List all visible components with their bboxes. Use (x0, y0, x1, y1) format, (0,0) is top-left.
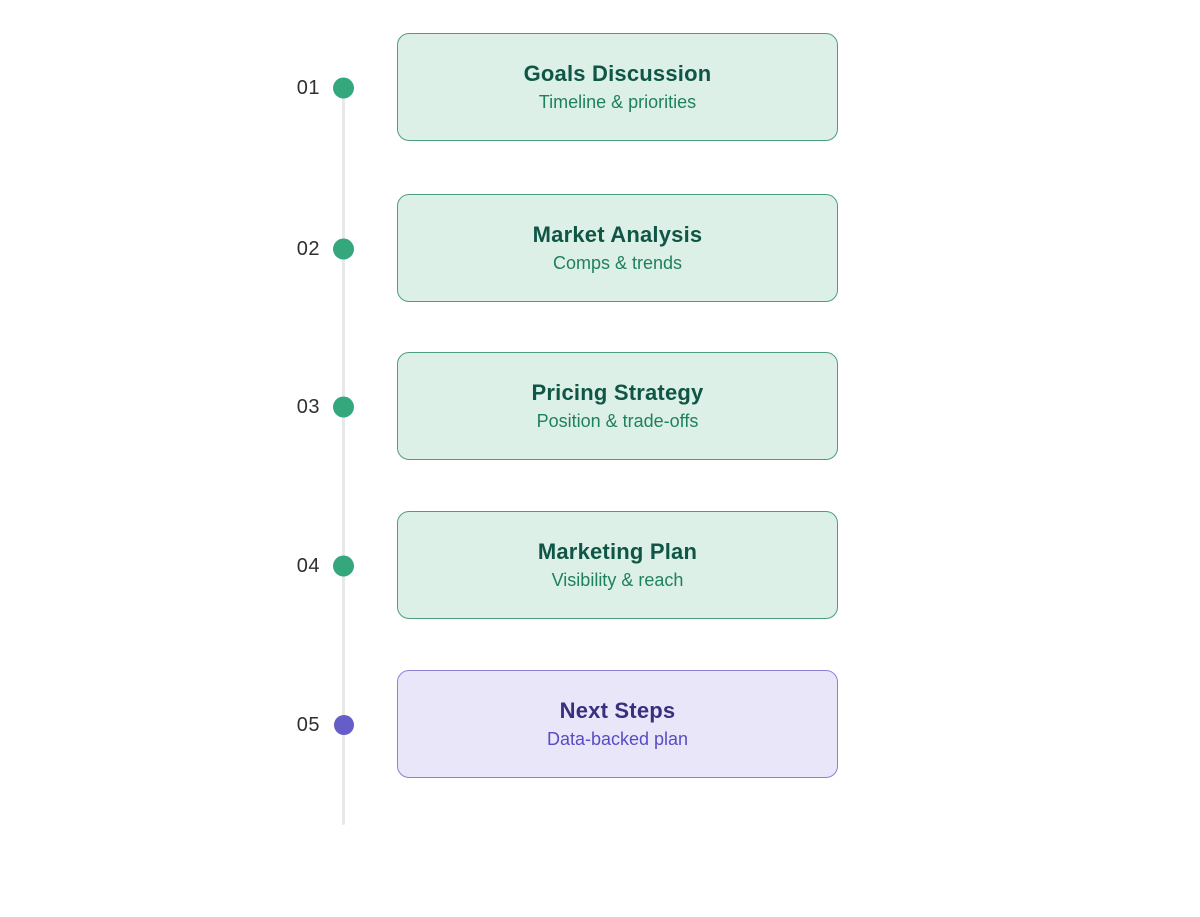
step-number: 01 (296, 77, 320, 99)
timeline-step-2: 02 Market Analysis Comps & trends (0, 194, 1200, 304)
step-title: Marketing Plan (537, 538, 698, 564)
step-subtitle: Visibility & reach (551, 569, 684, 590)
step-number: 02 (296, 238, 320, 260)
timeline-dot (333, 555, 354, 577)
step-subtitle: Timeline & priorities (538, 91, 697, 112)
step-title: Market Analysis (532, 221, 703, 247)
step-number: 03 (296, 396, 320, 418)
step-subtitle: Position & trade-offs (536, 410, 699, 431)
step-card: Pricing Strategy Position & trade-offs (397, 352, 838, 460)
step-number: 05 (296, 714, 320, 736)
timeline-step-4: 04 Marketing Plan Visibility & reach (0, 511, 1200, 621)
step-card: Goals Discussion Timeline & priorities (397, 33, 838, 141)
step-title: Next Steps (559, 697, 676, 723)
timeline-dot (334, 715, 354, 735)
timeline-dot (333, 238, 354, 260)
step-card: Marketing Plan Visibility & reach (397, 511, 838, 619)
step-number: 04 (296, 555, 320, 577)
timeline-step-3: 03 Pricing Strategy Position & trade-off… (0, 352, 1200, 462)
timeline-dot (333, 77, 354, 99)
step-subtitle: Comps & trends (552, 252, 683, 273)
step-card: Next Steps Data-backed plan (397, 670, 838, 778)
step-subtitle: Data-backed plan (546, 728, 689, 749)
step-card: Market Analysis Comps & trends (397, 194, 838, 302)
timeline-step-1: 01 Goals Discussion Timeline & prioritie… (0, 33, 1200, 143)
timeline-connector-line (342, 89, 345, 825)
timeline-step-5: 05 Next Steps Data-backed plan (0, 670, 1200, 780)
step-title: Goals Discussion (523, 60, 712, 86)
timeline-dot (333, 396, 354, 418)
step-title: Pricing Strategy (531, 379, 704, 405)
